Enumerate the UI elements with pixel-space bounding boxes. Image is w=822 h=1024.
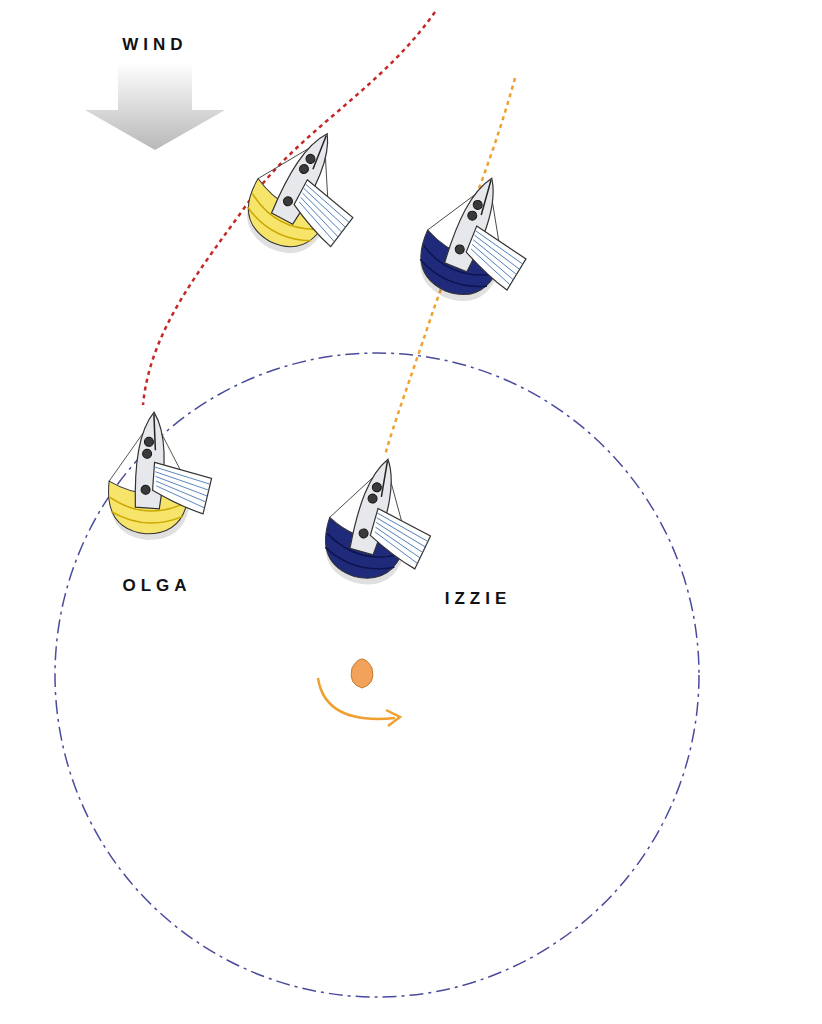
boat: [407, 163, 550, 320]
boat-name: OLGA: [122, 576, 191, 596]
crew: [304, 153, 316, 165]
bowsprit: [309, 136, 329, 170]
sail-batten: [469, 235, 525, 269]
mainsail: [151, 462, 212, 514]
sail-batten: [297, 189, 352, 228]
boat: [105, 409, 216, 544]
bowsprit: [378, 461, 392, 497]
crew: [371, 482, 382, 493]
spinnaker-seam: [323, 547, 395, 575]
sail-batten: [372, 522, 427, 552]
bowsprit: [477, 180, 494, 215]
sail-batten: [467, 240, 522, 275]
mainsail: [365, 508, 434, 570]
wind-label: WIND: [122, 35, 187, 55]
sail-batten: [154, 472, 210, 490]
crew: [282, 195, 294, 207]
sail-batten: [295, 193, 349, 232]
sail-batten: [464, 249, 517, 285]
sail-batten: [471, 231, 528, 264]
sail-batten: [371, 527, 425, 558]
crew: [141, 485, 151, 495]
sail-batten: [291, 202, 344, 242]
sail-batten: [373, 518, 430, 547]
boat: [232, 115, 382, 276]
crew: [144, 437, 154, 447]
zone-circle: [55, 353, 699, 997]
sail-batten: [299, 184, 355, 222]
crew: [298, 163, 310, 175]
wind-arrow: [85, 62, 225, 150]
olga-track: [143, 12, 435, 405]
mark: [351, 659, 373, 688]
crew: [472, 199, 484, 211]
sail-batten: [155, 486, 206, 508]
sail-batten: [154, 476, 208, 496]
crew: [358, 528, 369, 539]
mainsail: [285, 180, 359, 250]
crew: [142, 449, 152, 459]
crew: [466, 210, 478, 222]
crew: [367, 493, 378, 504]
sail-batten: [154, 467, 211, 484]
boat-name: IZZIE: [445, 589, 512, 609]
boat: [314, 448, 447, 599]
sail-batten: [466, 244, 520, 279]
rounding-arrow: [318, 678, 395, 719]
sail-batten: [155, 481, 207, 502]
crew: [454, 244, 466, 256]
mainsail: [459, 226, 531, 292]
rounding-arrow-head: [386, 710, 400, 726]
spinnaker-seam: [110, 511, 182, 525]
sail-batten: [370, 532, 423, 564]
